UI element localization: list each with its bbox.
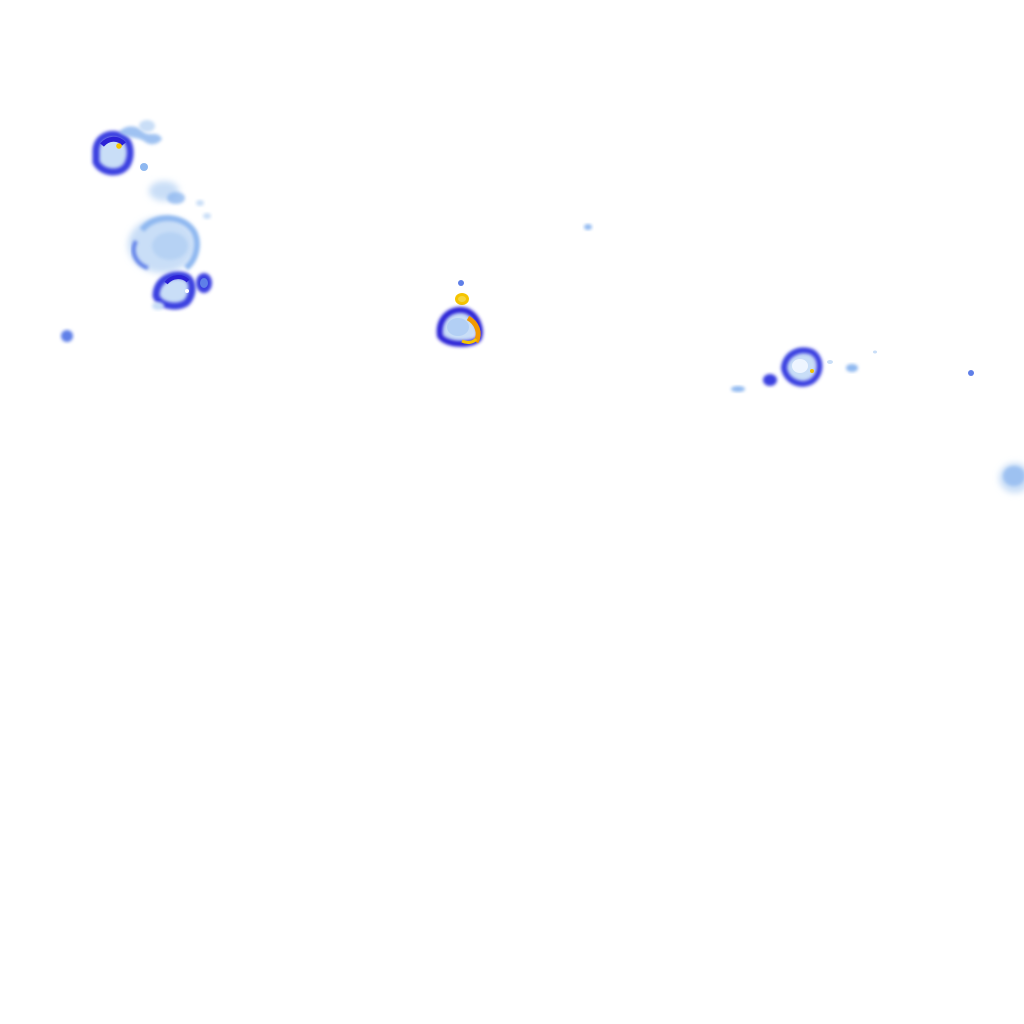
blob-faint-upper bbox=[584, 224, 592, 230]
cell-lower-left bbox=[152, 271, 212, 310]
blob-far-left bbox=[61, 330, 73, 342]
cell-center bbox=[436, 280, 483, 347]
cell-right bbox=[731, 347, 877, 392]
blob-far-right bbox=[968, 370, 974, 376]
cell-diffuse-left bbox=[128, 181, 211, 273]
cell-right-edge bbox=[999, 463, 1024, 493]
cell-top-left bbox=[92, 120, 162, 176]
